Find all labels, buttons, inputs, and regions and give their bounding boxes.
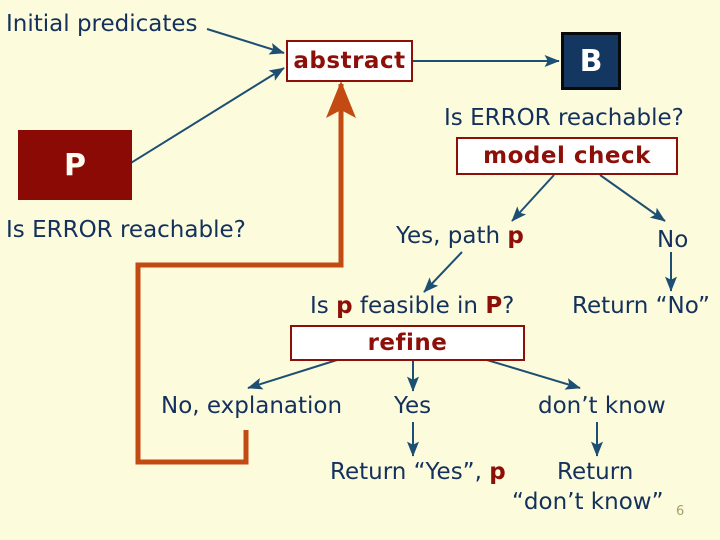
box-refine[interactable]: refine: [290, 325, 525, 361]
box-abstract[interactable]: abstract: [286, 40, 413, 82]
label-is-error-reachable-right: Is ERROR reachable?: [444, 105, 684, 131]
label-is-error-reachable-left: Is ERROR reachable?: [6, 217, 246, 243]
box-program-P[interactable]: P: [18, 130, 132, 200]
label-no: No: [657, 227, 689, 253]
arrow-initial-predicates-to-abstract: [206, 28, 285, 55]
label-return-yes: Return “Yes”, p: [330, 460, 506, 484]
label-is-p-feasible-pre: Is: [310, 293, 337, 319]
label-yes-path-text: Yes, path: [396, 223, 508, 249]
box-boolean-B[interactable]: B: [561, 32, 621, 90]
label-is-p-feasible-p: p: [336, 293, 353, 319]
label-yes-path: Yes, path p: [396, 224, 524, 248]
arrow-program-to-abstract: [125, 67, 285, 167]
arrow-refine-to-no-explanation: [247, 359, 338, 390]
box-boolean-B-label: B: [579, 43, 603, 79]
label-is-p-feasible-post: ?: [502, 293, 515, 319]
arrow-modelcheck-to-no: [599, 174, 666, 222]
box-model-check[interactable]: model check: [456, 137, 678, 175]
arrow-refine-to-dont-know: [486, 359, 581, 390]
label-is-p-feasible-mid: feasible in: [352, 293, 486, 319]
label-return-no: Return “No”: [572, 293, 710, 319]
label-no-explanation: No, explanation: [161, 393, 343, 419]
box-abstract-label: abstract: [293, 48, 406, 74]
label-initial-predicates: Initial predicates: [6, 11, 198, 37]
arrow-modelcheck-to-yespath: [511, 174, 555, 222]
label-yes-path-symbol: p: [507, 223, 524, 249]
box-program-P-label: P: [64, 147, 86, 183]
label-yes: Yes: [394, 393, 432, 419]
label-return-dont-know-line1: Return: [557, 459, 634, 485]
arrow-yespath-to-feasible: [423, 251, 463, 293]
label-is-p-feasible: Is p feasible in P?: [310, 294, 514, 318]
label-return-yes-symbol: p: [489, 459, 506, 485]
box-refine-label: refine: [367, 330, 448, 356]
box-model-check-label: model check: [483, 143, 651, 169]
label-dont-know: don’t know: [538, 393, 666, 419]
page-number: 6: [676, 504, 685, 519]
label-return-dont-know-line2: “don’t know”: [512, 489, 664, 515]
label-is-p-feasible-P-upper: P: [485, 293, 503, 319]
label-return-yes-text: Return “Yes”,: [330, 459, 490, 485]
